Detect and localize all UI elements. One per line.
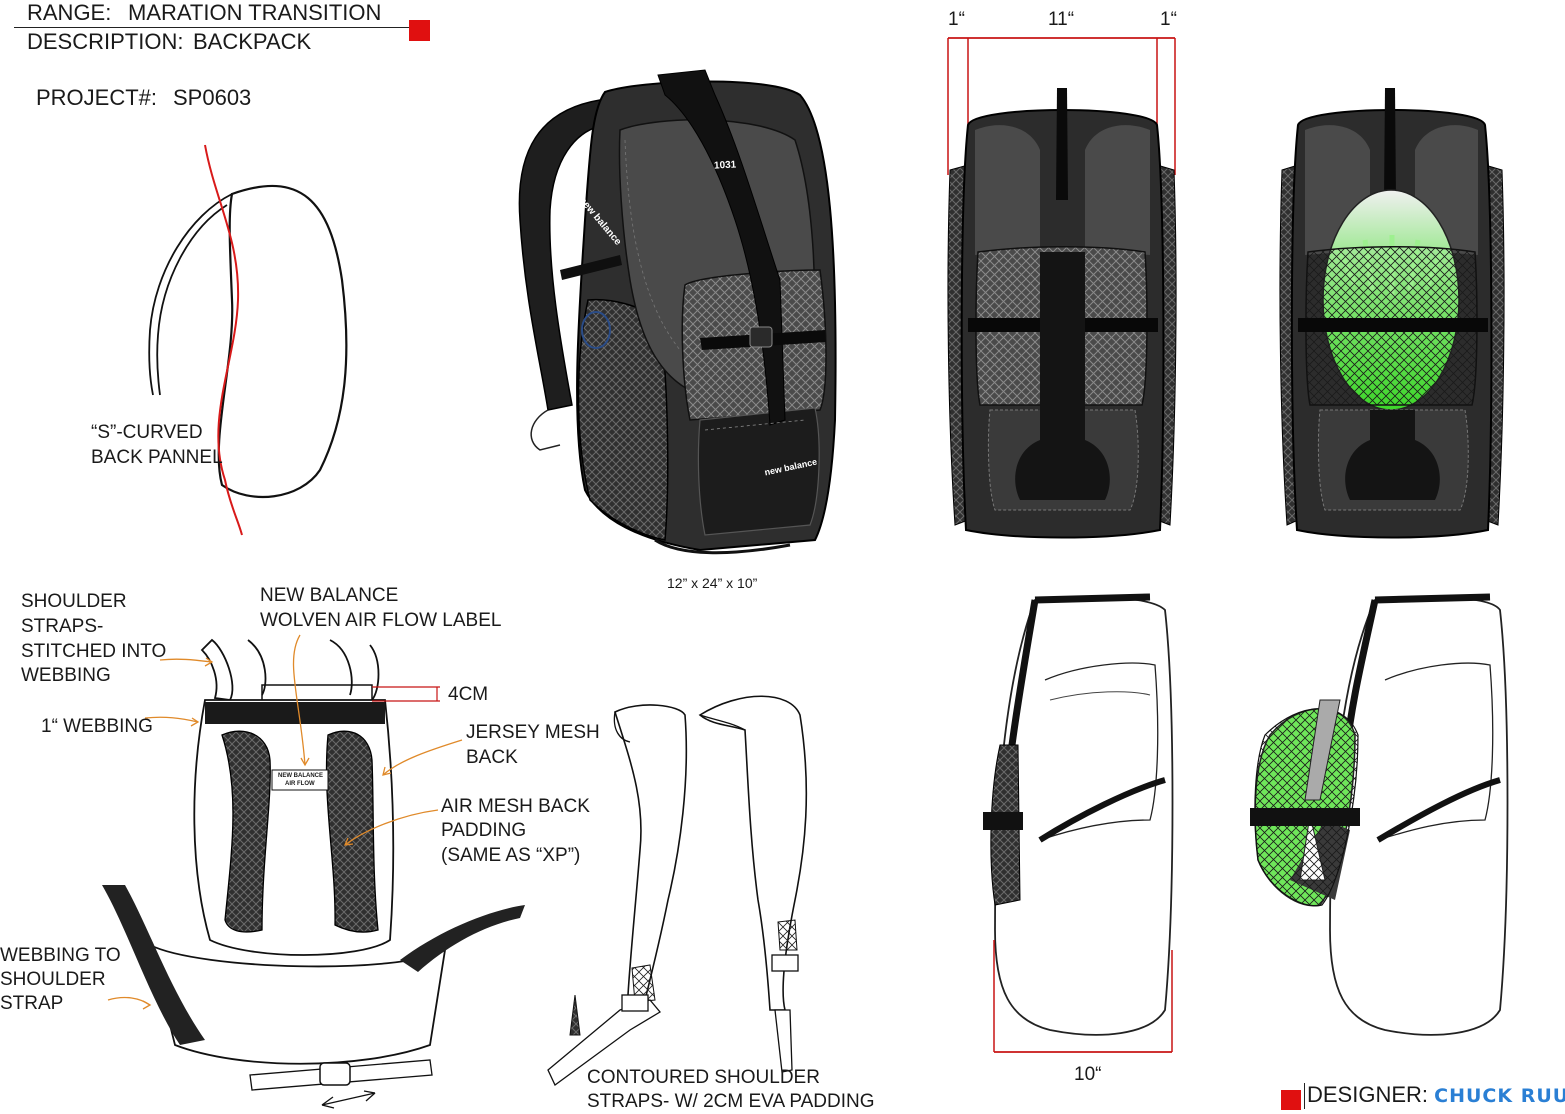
dimensions-text: 12” x 24” x 10” [667, 575, 758, 591]
shoulder-straps-line1: SHOULDER [21, 591, 127, 612]
webbing-shoulder-line3: STRAP [0, 993, 64, 1014]
shoulder-straps-line3: STITCHED INTO [21, 641, 167, 662]
air-mesh-line2: PADDING [441, 820, 527, 841]
contoured-line1: CONTOURED SHOULDER [587, 1067, 820, 1088]
nb-label-line1: NEW BALANCE [260, 585, 399, 606]
dim-left-margin: 1“ [948, 9, 965, 30]
range-label: RANGE: [27, 0, 112, 25]
dim-depth: 10“ [1074, 1064, 1102, 1085]
shoulder-straps-line4: WEBBING [21, 665, 111, 686]
shoulder-straps-line2: STRAPS- [21, 616, 104, 637]
header-rule [14, 27, 409, 28]
project-value: SP0603 [173, 85, 252, 110]
project-label: PROJECT#: [36, 85, 158, 110]
description-value: BACKPACK [193, 29, 312, 54]
designer-name: CHUCK RUUD [1434, 1085, 1565, 1107]
four-cm-label: 4CM [448, 684, 489, 705]
s-curved-label: “S”-CURVED [91, 422, 203, 443]
description-label: DESCRIPTION: [27, 29, 184, 54]
jersey-mesh-line2: BACK [466, 747, 518, 768]
designer-line: DESIGNER: CHUCK RUUD [1307, 1082, 1565, 1108]
air-mesh-line1: AIR MESH BACK [441, 796, 590, 817]
dim-right-margin: 1“ [1160, 9, 1177, 30]
back-panel-label: BACK PANNEL [91, 447, 223, 468]
footer-divider [1304, 1083, 1305, 1109]
one-inch-webbing-label: 1“ WEBBING [41, 716, 153, 737]
air-mesh-line3: (SAME AS “XP”) [441, 845, 581, 866]
airflow-label-line1: NEW BALANCE [278, 773, 323, 779]
contoured-line2: STRAPS- W/ 2CM EVA PADDING [587, 1091, 875, 1112]
header-red-marker [409, 20, 430, 41]
dim-center-width: 11“ [1048, 9, 1075, 30]
webbing-shoulder-line2: SHOULDER [0, 969, 106, 990]
designer-label: DESIGNER: [1307, 1082, 1429, 1107]
nb-label-line2: WOLVEN AIR FLOW LABEL [260, 610, 502, 631]
webbing-shoulder-line1: WEBBING TO [0, 945, 121, 966]
footer-red-marker [1281, 1090, 1301, 1110]
airflow-label-line2: AIR FLOW [285, 781, 315, 787]
range-value: MARATION TRANSITION [128, 0, 382, 25]
jersey-mesh-line1: JERSEY MESH [466, 722, 600, 743]
